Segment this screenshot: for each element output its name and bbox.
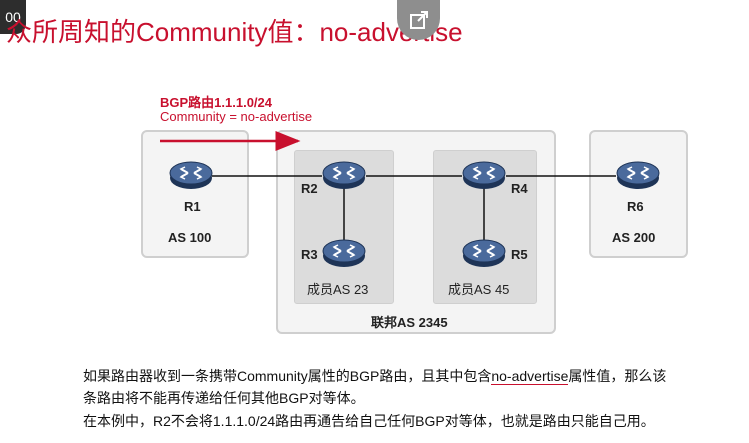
corner-badge: 00 — [0, 0, 26, 34]
router-label-r4: R4 — [511, 181, 528, 196]
popout-button[interactable] — [397, 0, 440, 40]
router-r2-icon — [322, 161, 366, 189]
description-line-1-pre: 如果路由器收到一条携带Community属性的BGP路由，且其中包含 — [83, 368, 492, 384]
router-r4-icon — [462, 161, 506, 189]
router-label-r6: R6 — [627, 199, 644, 214]
member-as-45-label: 成员AS 45 — [448, 282, 510, 297]
router-label-r5: R5 — [511, 247, 528, 262]
no-advertise-keyword: no-advertise — [491, 368, 569, 385]
router-r3-icon — [322, 239, 366, 267]
popout-icon — [410, 11, 428, 29]
as-100-label: AS 100 — [168, 230, 212, 245]
description-line-3: 在本例中，R2不会将1.1.1.0/24路由再通告给自己任何BGP对等体，也就是… — [83, 413, 655, 429]
confederation-label: 联邦AS 2345 — [371, 315, 448, 330]
description-line-2: 条路由将不能再传递给任何其他BGP对等体。 — [83, 390, 365, 406]
as-200-box — [589, 130, 688, 258]
member-as-23-label: 成员AS 23 — [307, 282, 369, 297]
router-r6-icon — [616, 161, 660, 189]
router-label-r2: R2 — [301, 181, 318, 196]
as-200-label: AS 200 — [612, 230, 656, 245]
slide-title: 众所周知的Community值：no-advertise — [6, 17, 463, 47]
description-line-1: 如果路由器收到一条携带Community属性的BGP路由，且其中包含no-adv… — [83, 366, 666, 386]
router-label-r1: R1 — [184, 199, 201, 214]
community-annotation: Community = no-advertise — [160, 109, 313, 124]
as-100-box — [141, 130, 249, 258]
router-label-r3: R3 — [301, 247, 318, 262]
route-annotation: BGP路由1.1.1.0/24 — [160, 95, 272, 110]
router-r1-icon — [169, 161, 213, 189]
description-line-1-post: 属性值，那么该 — [568, 368, 667, 384]
router-r5-icon — [462, 239, 506, 267]
